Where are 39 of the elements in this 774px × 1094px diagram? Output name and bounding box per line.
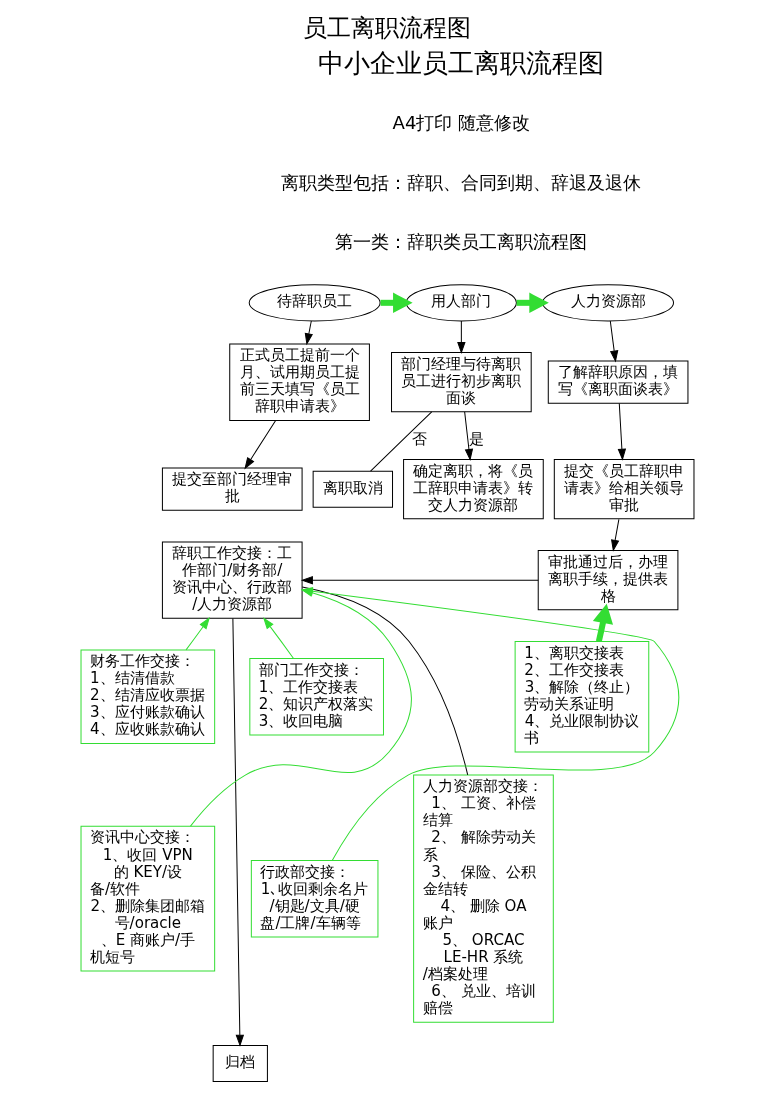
arrow [301, 576, 539, 585]
arrow [610, 518, 619, 551]
arrow [304, 320, 313, 345]
arrow [617, 402, 626, 460]
arrow [262, 617, 294, 659]
node-ellipse: 待辞职员工 [248, 284, 381, 322]
node-box: 提交《员工辞职申请表》给相关领导审批 [553, 459, 694, 520]
node-box: 资讯中心交接： 1、收回 VPN 的 KEY/设备/软件 2、删除集团邮箱号/oracle、E 商账户/手机短号 [80, 825, 215, 972]
diagram-title: 员工离职流程图 [303, 13, 471, 42]
label: 第一类：辞职类员工离职流程图 [334, 230, 587, 252]
node-box: 审批通过后，办理离职手续，提供表格 [537, 550, 678, 611]
node-box: 部门经理与待离职员工进行初步离职面谈 [390, 352, 532, 413]
node-box: 财务工作交接： 1、结清借款 2、结清应收票据 3、应付账款确认 4、应收账款确认 [80, 649, 215, 744]
label: 离职类型包括：辞职、合同到期、辞退及退休 [280, 171, 641, 193]
node-ellipse: 人力资源部 [541, 284, 674, 322]
node-box: 1、离职交接表 2、工作交接表 3、解除（终止）劳动关系证明 4、兑业限制协议书 [514, 640, 649, 753]
arrow [231, 618, 244, 1046]
node-box: 人力资源部交接： 1、 工资、补偿结算 2、 解除劳动关系 3、 保险、公积金结转 4、 删除 OA 账户 5、 ORCACLE-HR 系统/档案处理 6、 兑业、培训赔偿 [412, 774, 554, 1023]
arrow [456, 320, 465, 353]
connector [369, 411, 432, 472]
node-box: 离职取消 [312, 470, 393, 508]
label: A4打印 随意修改 [392, 112, 530, 134]
node-box: 辞职工作交接：工作部门/财务部/资讯中心、行政部/人力资源部 [161, 541, 303, 619]
node-box: 部门工作交接： 1、工作交接表 2、知识产权落实 3、收回电脑 [248, 658, 384, 736]
node-box: 行政部交接： 1､收回剩余名片/钥匙/文具/硬盘/工牌/车辆等 [250, 860, 378, 938]
node-box: 了解辞职原因，填写《离职面谈表》 [547, 360, 688, 404]
node-box: 正式员工提前一个月、试用期员工提前三天填写《员工辞职申请表》 [228, 343, 370, 421]
node-box: 归档 [212, 1044, 268, 1083]
label: 中小企业员工离职流程图 [317, 47, 604, 78]
edge-label: 是 [468, 429, 484, 448]
node-ellipse: 用人部门 [405, 284, 517, 322]
arrow [592, 603, 613, 643]
arrow [244, 420, 276, 469]
arrow [463, 411, 473, 461]
node-box: 提交至部门经理审批 [161, 467, 303, 511]
arrow [185, 617, 210, 651]
node-box: 确定离职，将《员工辞职申请表》转交人力资源部 [402, 459, 544, 520]
edge-label: 否 [411, 429, 427, 448]
arrow [609, 320, 618, 362]
